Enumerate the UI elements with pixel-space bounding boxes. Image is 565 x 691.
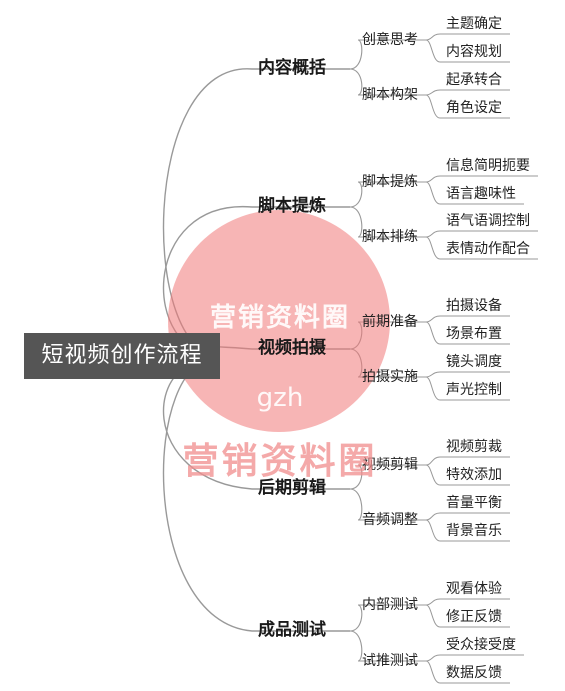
connector-branch-sub (349, 68, 426, 96)
connector-sub-leaf (425, 230, 538, 238)
leaf-node: 语言趣味性 (446, 186, 516, 202)
branch-node: 脚本提炼 (258, 196, 326, 216)
connector-sub-leaf (425, 512, 510, 521)
leaf-node: 修正反馈 (446, 609, 502, 625)
connector-sub-leaf (425, 660, 510, 684)
leaf-node: 受众接受度 (446, 637, 516, 653)
leaf-node: 声光控制 (446, 382, 502, 398)
sub-node: 音频调整 (362, 512, 418, 528)
sub-node: 前期准备 (362, 314, 418, 330)
root-node: 短视频创作流程 (24, 333, 220, 379)
connector-branch-sub (349, 488, 426, 521)
sub-node: 试推测试 (362, 653, 418, 669)
leaf-node: 场景布置 (446, 326, 502, 342)
branch-node: 成品测试 (258, 620, 326, 640)
leaf-node: 音量平衡 (446, 495, 502, 511)
connector-sub-leaf (425, 598, 510, 606)
branch-node: 视频拍摄 (258, 338, 326, 358)
connector-sub-leaf (425, 181, 524, 205)
connector-sub-leaf (425, 89, 510, 96)
connector-branch-sub (349, 181, 426, 208)
leaf-node: 拍摄设备 (446, 298, 502, 314)
branch-node: 内容概括 (258, 58, 326, 78)
sub-node: 创意思考 (362, 32, 418, 48)
connector-sub-leaf (425, 33, 510, 41)
connector-sub-leaf (425, 321, 510, 345)
leaf-node: 观看体验 (446, 581, 502, 597)
connector-sub-leaf (425, 456, 510, 466)
connector-branch-sub (349, 604, 426, 632)
connector-branch-sub (349, 630, 426, 662)
connector-sub-leaf (425, 236, 538, 260)
leaf-node: 表情动作配合 (446, 241, 530, 257)
sub-node: 脚本提炼 (362, 174, 418, 190)
leaf-node: 特效添加 (446, 467, 502, 483)
leaf-node: 视频剪裁 (446, 439, 502, 455)
leaf-node: 起承转合 (446, 72, 502, 88)
sub-node: 拍摄实施 (362, 369, 418, 385)
branch-node: 后期剪辑 (258, 478, 326, 498)
connector-branch-sub (349, 39, 426, 70)
connector-sub-leaf (425, 654, 524, 662)
sub-node: 内部测试 (362, 597, 418, 613)
connector-sub-leaf (425, 519, 510, 542)
leaf-node: 内容规划 (446, 44, 502, 60)
connector-sub-leaf (425, 464, 510, 486)
connector-sub-leaf (425, 175, 538, 183)
sub-node: 脚本构架 (362, 87, 418, 103)
connector-sub-leaf (425, 315, 510, 323)
connector-sub-leaf (425, 371, 510, 378)
connector-sub-leaf (425, 94, 510, 119)
sub-node: 脚本排练 (362, 229, 418, 245)
leaf-node: 角色设定 (446, 100, 502, 116)
sub-node: 视频剪辑 (362, 457, 418, 473)
leaf-node: 信息简明扼要 (446, 158, 530, 174)
leaf-node: 语气语调控制 (446, 213, 530, 229)
leaf-node: 镜头调度 (446, 354, 502, 370)
connector-sub-leaf (425, 39, 510, 63)
connector-branch-sub (349, 464, 426, 490)
connector-sub-leaf (425, 376, 510, 401)
leaf-node: 数据反馈 (446, 665, 502, 681)
root-label: 短视频创作流程 (41, 343, 203, 368)
connector-sub-leaf (425, 604, 510, 628)
leaf-node: 主题确定 (446, 16, 502, 32)
leaf-node: 背景音乐 (446, 523, 502, 539)
